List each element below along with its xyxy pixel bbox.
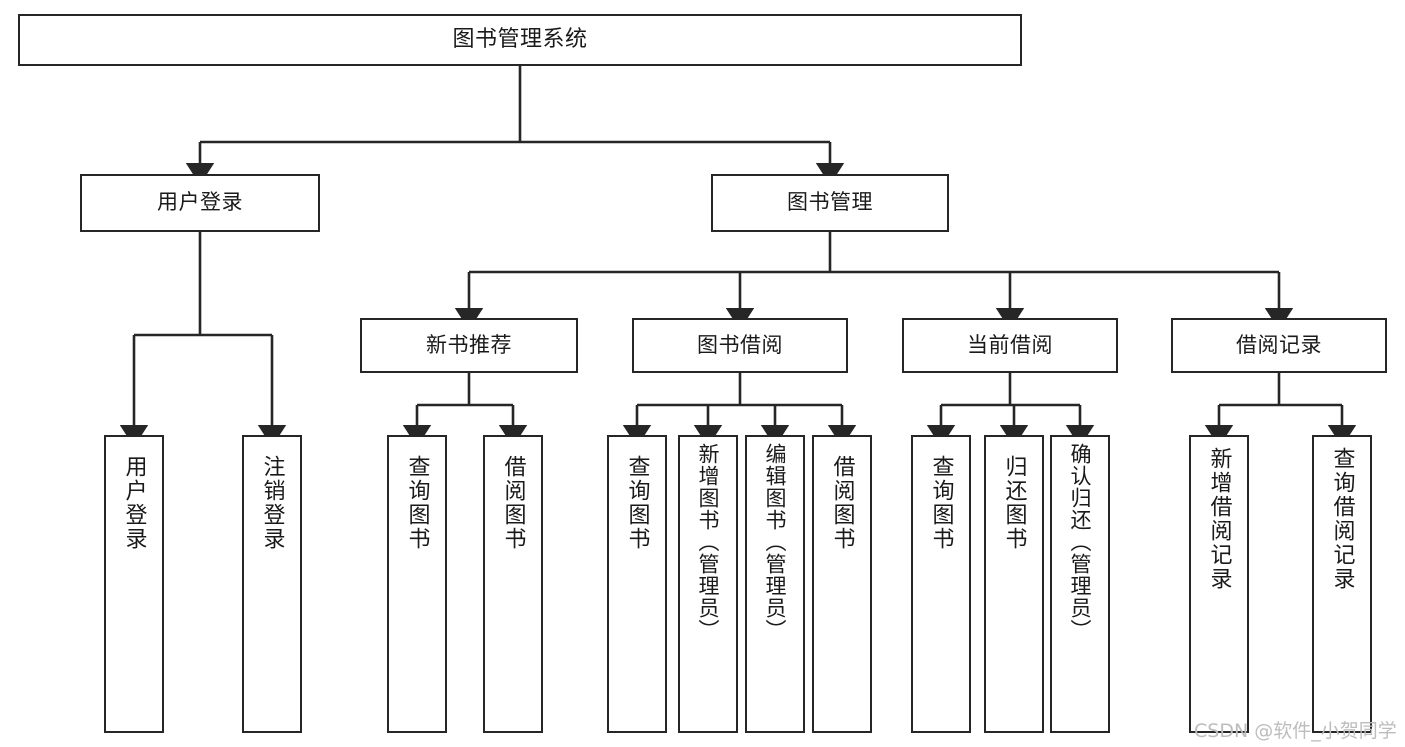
- node-leaf-borrow-book[interactable]: 借阅图书: [812, 435, 872, 733]
- node-root[interactable]: 图书管理系统: [18, 14, 1022, 66]
- node-leaf-logout-login[interactable]: 注销登录: [242, 435, 302, 733]
- node-new-book-recommend-label: 新书推荐: [426, 332, 512, 357]
- node-borrow-record-label: 借阅记录: [1236, 332, 1322, 357]
- node-leaf-query-book-recommend-label: 查询图书: [404, 455, 430, 551]
- node-user-login-label: 用户登录: [157, 190, 243, 215]
- edge-group: [119, 66, 1357, 447]
- node-leaf-user-login-label: 用户登录: [121, 455, 147, 551]
- node-book-manage-label: 图书管理: [787, 190, 873, 215]
- node-leaf-borrow-book-recommend-label: 借阅图书: [500, 455, 526, 551]
- node-book-manage[interactable]: 图书管理: [711, 174, 949, 232]
- node-leaf-add-borrow-record[interactable]: 新增借阅记录: [1189, 435, 1249, 733]
- node-leaf-query-borrow-record[interactable]: 查询借阅记录: [1312, 435, 1372, 733]
- node-borrow-record[interactable]: 借阅记录: [1171, 318, 1387, 373]
- node-new-book-recommend[interactable]: 新书推荐: [360, 318, 578, 373]
- node-leaf-logout-login-label: 注销登录: [259, 455, 285, 551]
- node-leaf-add-borrow-record-label: 新增借阅记录: [1206, 447, 1232, 591]
- node-leaf-confirm-return-admin[interactable]: 确认归还（管理员）: [1050, 435, 1110, 733]
- node-current-borrow-label: 当前借阅: [967, 332, 1053, 357]
- node-leaf-borrow-book-recommend[interactable]: 借阅图书: [483, 435, 543, 733]
- node-leaf-add-book-admin-label: 新增图书（管理员）: [696, 443, 721, 641]
- node-leaf-borrow-book-label: 借阅图书: [829, 455, 855, 551]
- node-book-borrow-label: 图书借阅: [697, 332, 783, 357]
- node-leaf-return-book-label: 归还图书: [1001, 455, 1027, 551]
- node-leaf-query-borrow-record-label: 查询借阅记录: [1329, 447, 1355, 591]
- node-leaf-return-book[interactable]: 归还图书: [984, 435, 1044, 733]
- node-leaf-query-book-current[interactable]: 查询图书: [911, 435, 971, 733]
- node-leaf-confirm-return-admin-label: 确认归还（管理员）: [1068, 443, 1093, 641]
- watermark: CSDN @软件_小贺同学: [1194, 720, 1397, 742]
- node-leaf-query-book-current-label: 查询图书: [928, 455, 954, 551]
- node-book-borrow[interactable]: 图书借阅: [632, 318, 848, 373]
- node-leaf-query-book-borrow-label: 查询图书: [624, 455, 650, 551]
- node-leaf-edit-book-admin[interactable]: 编辑图书（管理员）: [745, 435, 805, 733]
- node-leaf-user-login[interactable]: 用户登录: [104, 435, 164, 733]
- node-leaf-add-book-admin[interactable]: 新增图书（管理员）: [678, 435, 738, 733]
- node-leaf-edit-book-admin-label: 编辑图书（管理员）: [763, 443, 788, 641]
- node-user-login[interactable]: 用户登录: [80, 174, 320, 232]
- node-current-borrow[interactable]: 当前借阅: [902, 318, 1118, 373]
- node-leaf-query-book-borrow[interactable]: 查询图书: [607, 435, 667, 733]
- node-root-label: 图书管理系统: [452, 26, 588, 52]
- node-leaf-query-book-recommend[interactable]: 查询图书: [387, 435, 447, 733]
